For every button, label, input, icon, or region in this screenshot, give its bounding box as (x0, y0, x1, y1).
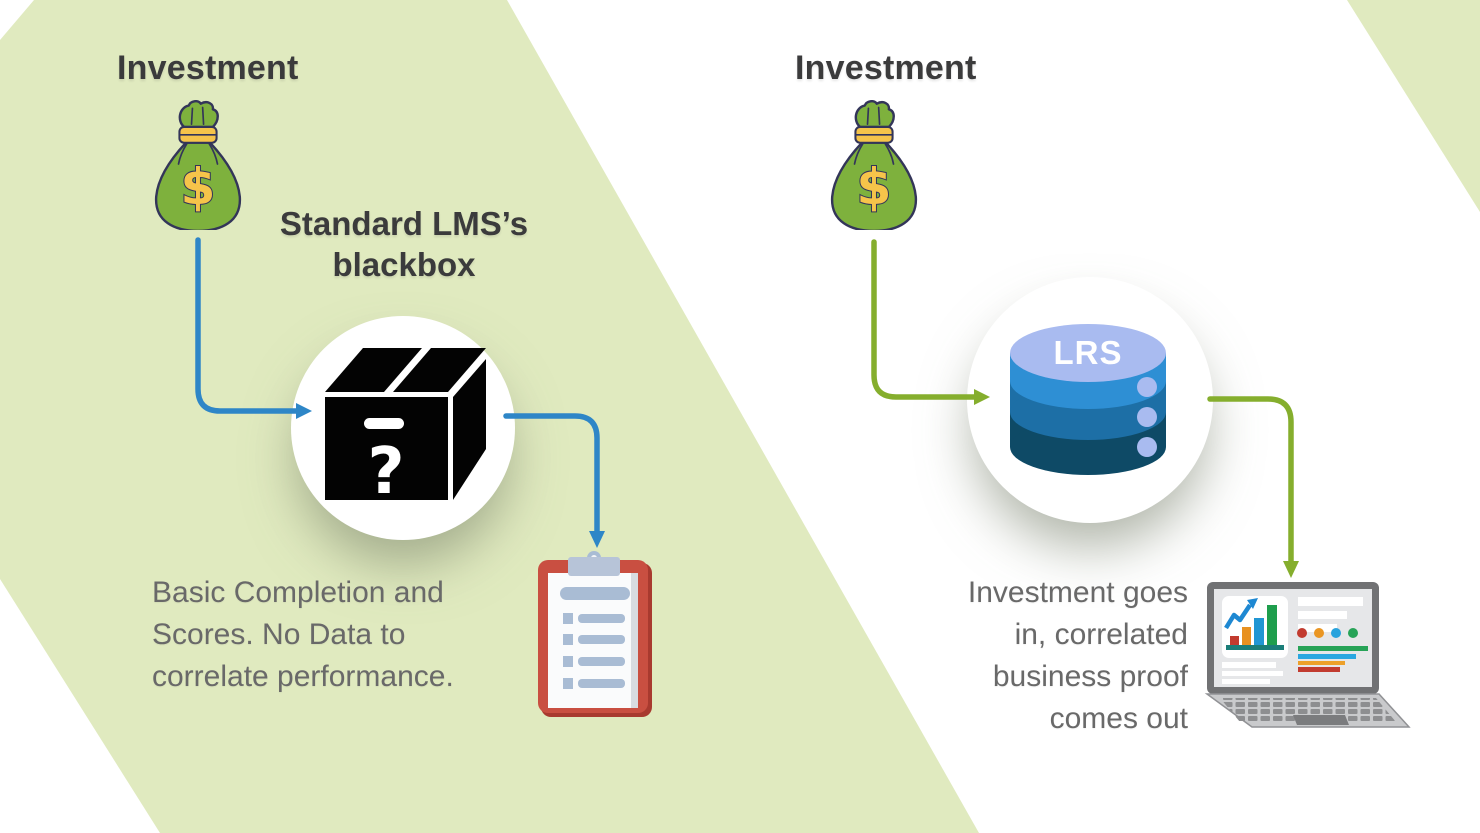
investment-heading-left: Investment (117, 49, 299, 87)
blackbox-to-clipboard-arrow (503, 413, 600, 534)
blackbox-to-clipboard-arrowhead (589, 531, 605, 548)
dashboard-text-lines (1222, 597, 1363, 684)
report-clipboard-icon (538, 551, 652, 717)
caption-line: Basic Completion and (152, 576, 444, 609)
left-caption: Basic Completion and Scores. No Data to … (152, 572, 454, 698)
clipboard-list (563, 613, 625, 689)
clipboard-clip (568, 557, 620, 576)
investment-heading-right: Investment (795, 49, 977, 87)
database-dot (1137, 377, 1157, 397)
blackbox-title-line: Standard LMS’s (279, 205, 529, 242)
lrs-label: LRS (1054, 334, 1123, 371)
box-top-flap-left (325, 348, 422, 392)
investment-to-lrs-arrow (871, 239, 977, 400)
blackbox-title: Standard LMS’s blackbox (279, 203, 529, 285)
blackbox-title-line: blackbox (332, 246, 476, 283)
lrs-database-icon: LRS (1010, 324, 1166, 475)
dashboard-chart-card (1222, 596, 1288, 658)
database-dot (1137, 437, 1157, 457)
caption-line: Scores. No Data to (152, 618, 406, 651)
dollar-sign: $ (181, 157, 216, 216)
blackbox-icon: ? (325, 348, 486, 509)
green-corner-triangle (1347, 0, 1480, 212)
box-question-mark: ? (367, 435, 404, 509)
database-dot (1137, 407, 1157, 427)
clipboard-title-bar (560, 587, 630, 600)
caption-line: comes out (1049, 702, 1188, 735)
lrs-to-laptop-arrow (1207, 396, 1294, 564)
dollar-sign: $ (857, 157, 892, 216)
box-front-face (325, 397, 448, 500)
dashboard-dots (1297, 628, 1358, 638)
money-bag-tuft (178, 100, 219, 129)
caption-line: Investment goes (967, 576, 1188, 609)
caption-line: business proof (992, 660, 1188, 693)
money-bag-icon: $ (831, 100, 917, 230)
dashboard-bar-lines (1298, 646, 1368, 672)
database-top (1010, 324, 1166, 382)
box-side-face (453, 359, 486, 500)
clipboard-paper-shade (631, 573, 638, 708)
money-bag-icon: $ (155, 100, 241, 230)
database-cylinder (1010, 324, 1166, 475)
box-dash (364, 418, 404, 429)
analytics-laptop-icon (1204, 582, 1411, 728)
box-top-flap-right (393, 348, 486, 392)
laptop-touchpad (1293, 715, 1349, 725)
money-bag-body (155, 141, 241, 230)
right-caption: Investment goes in, correlated business … (880, 572, 1188, 740)
laptop-keyboard (1220, 698, 1396, 722)
caption-line: in, correlated (1014, 618, 1188, 651)
caption-line: correlate performance. (152, 660, 454, 693)
